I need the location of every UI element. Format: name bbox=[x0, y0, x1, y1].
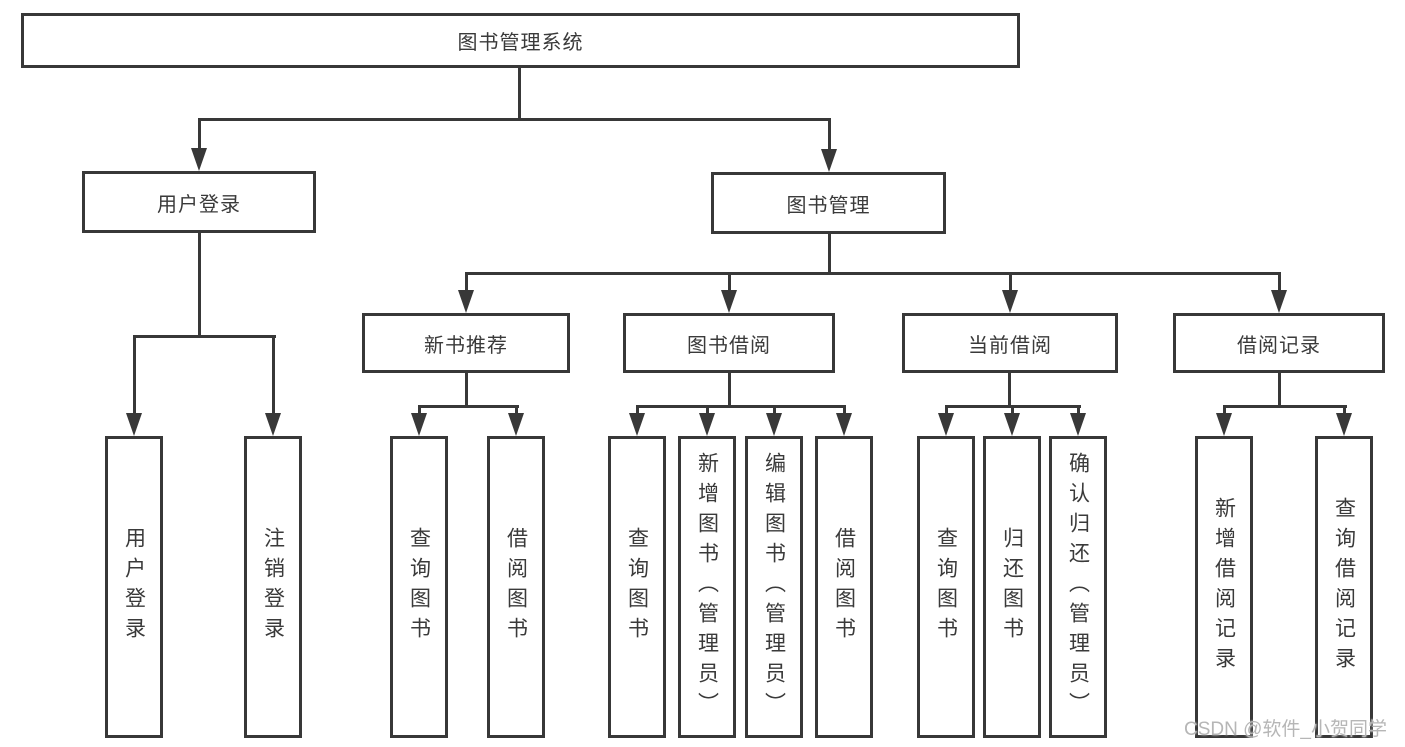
connector-arrow-shaft bbox=[828, 118, 831, 154]
arrowhead-icon bbox=[191, 148, 207, 171]
leaf-borrow-books-recommend: 借阅图书 bbox=[487, 436, 545, 738]
leaf-query-books-borrowing: 查询图书 bbox=[608, 436, 666, 738]
arrowhead-icon bbox=[1002, 290, 1018, 313]
leaf-add-borrow-record: 新增借阅记录 bbox=[1195, 436, 1253, 738]
connector-arrow-shaft bbox=[1077, 405, 1080, 418]
connector-arrow-shaft bbox=[1011, 405, 1014, 418]
node-label: 图书管理系统 bbox=[457, 32, 584, 54]
leaf-label: 新增借阅记录 bbox=[1212, 497, 1236, 677]
node-label: 图书管理 bbox=[786, 194, 871, 217]
arrowhead-icon bbox=[938, 413, 954, 436]
connector-bar-level2 bbox=[198, 118, 831, 121]
connector-stem-book-borrowing bbox=[728, 370, 731, 407]
leaf-label: 借阅图书 bbox=[832, 527, 856, 647]
csdn-watermark: CSDN @软件_小贺同学 bbox=[1184, 719, 1387, 740]
leaf-return-books: 归还图书 bbox=[983, 436, 1041, 738]
leaf-borrow-books-borrowing: 借阅图书 bbox=[815, 436, 873, 738]
arrowhead-icon bbox=[411, 413, 427, 436]
arrowhead-icon bbox=[1004, 413, 1020, 436]
leaf-logout: 注销登录 bbox=[244, 436, 302, 738]
arrowhead-icon bbox=[1336, 413, 1352, 436]
node-user-login: 用户登录 bbox=[82, 171, 316, 233]
leaf-label: 查询图书 bbox=[407, 527, 431, 647]
arrowhead-icon bbox=[1216, 413, 1232, 436]
leaf-query-books-current: 查询图书 bbox=[917, 436, 975, 738]
node-current-borrowing: 当前借阅 bbox=[902, 313, 1118, 373]
connector-arrow-shaft bbox=[1223, 405, 1226, 418]
arrowhead-icon bbox=[766, 413, 782, 436]
connector-arrow-shaft bbox=[465, 272, 468, 295]
connector-arrow-shaft bbox=[133, 335, 136, 418]
connector-arrow-shaft bbox=[728, 272, 731, 295]
connector-stem-root bbox=[518, 66, 521, 120]
leaf-label: 注销登录 bbox=[261, 527, 285, 647]
connector-bar-new-book bbox=[418, 405, 519, 408]
connector-arrow-shaft bbox=[636, 405, 639, 418]
leaf-confirm-return-admin: 确认归还（管理员） bbox=[1049, 436, 1107, 738]
connector-stem-new-book bbox=[465, 370, 468, 407]
connector-arrow-shaft bbox=[773, 405, 776, 418]
arrowhead-icon bbox=[1271, 290, 1287, 313]
connector-arrow-shaft bbox=[1278, 272, 1281, 295]
arrowhead-icon bbox=[265, 413, 281, 436]
leaf-label: 查询借阅记录 bbox=[1332, 497, 1356, 677]
connector-arrow-shaft bbox=[418, 405, 421, 418]
node-borrowing-records: 借阅记录 bbox=[1173, 313, 1385, 373]
leaf-edit-book-admin: 编辑图书（管理员） bbox=[745, 436, 803, 738]
leaf-label: 查询图书 bbox=[934, 527, 958, 647]
leaf-label: 新增图书（管理员） bbox=[695, 452, 719, 722]
connector-bar-borrowing-records bbox=[1223, 405, 1347, 408]
leaf-label: 借阅图书 bbox=[504, 527, 528, 647]
arrowhead-icon bbox=[721, 290, 737, 313]
connector-bar-level3 bbox=[465, 272, 1281, 275]
node-book-borrowing: 图书借阅 bbox=[623, 313, 835, 373]
leaf-label: 查询图书 bbox=[625, 527, 649, 647]
arrowhead-icon bbox=[508, 413, 524, 436]
node-label: 图书借阅 bbox=[687, 334, 771, 357]
connector-stem-user-login bbox=[198, 230, 201, 337]
leaf-add-book-admin: 新增图书（管理员） bbox=[678, 436, 736, 738]
leaf-label: 确认归还（管理员） bbox=[1066, 452, 1090, 722]
node-library-management-system: 图书管理系统 bbox=[21, 13, 1020, 68]
arrowhead-icon bbox=[1070, 413, 1086, 436]
connector-stem-borrowing-records bbox=[1278, 370, 1281, 407]
arrowhead-icon bbox=[836, 413, 852, 436]
arrowhead-icon bbox=[821, 149, 837, 172]
arrowhead-icon bbox=[699, 413, 715, 436]
leaf-user-login: 用户登录 bbox=[105, 436, 163, 738]
connector-arrow-shaft bbox=[706, 405, 709, 418]
connector-arrow-shaft bbox=[843, 405, 846, 418]
connector-arrow-shaft bbox=[1009, 272, 1012, 295]
connector-arrow-shaft bbox=[515, 405, 518, 418]
connector-stem-current-borrowing bbox=[1008, 370, 1011, 407]
leaf-query-borrow-record: 查询借阅记录 bbox=[1315, 436, 1373, 738]
leaf-label: 用户登录 bbox=[122, 527, 146, 647]
node-label: 借阅记录 bbox=[1237, 334, 1321, 357]
connector-bar-book-borrowing bbox=[636, 405, 846, 408]
node-label: 新书推荐 bbox=[424, 334, 508, 357]
connector-bar-user-login bbox=[133, 335, 276, 338]
connector-arrow-shaft bbox=[945, 405, 948, 418]
node-book-management: 图书管理 bbox=[711, 172, 946, 234]
connector-arrow-shaft bbox=[272, 335, 275, 418]
leaf-label: 编辑图书（管理员） bbox=[762, 452, 786, 722]
connector-arrow-shaft bbox=[198, 118, 201, 153]
leaf-query-books-recommend: 查询图书 bbox=[390, 436, 448, 738]
connector-arrow-shaft bbox=[1343, 405, 1346, 418]
arrowhead-icon bbox=[126, 413, 142, 436]
node-new-book-recommend: 新书推荐 bbox=[362, 313, 570, 373]
node-label: 当前借阅 bbox=[968, 334, 1052, 357]
leaf-label: 归还图书 bbox=[1000, 527, 1024, 647]
arrowhead-icon bbox=[629, 413, 645, 436]
node-label: 用户登录 bbox=[157, 193, 241, 216]
connector-stem-book-management bbox=[828, 231, 831, 274]
arrowhead-icon bbox=[458, 290, 474, 313]
